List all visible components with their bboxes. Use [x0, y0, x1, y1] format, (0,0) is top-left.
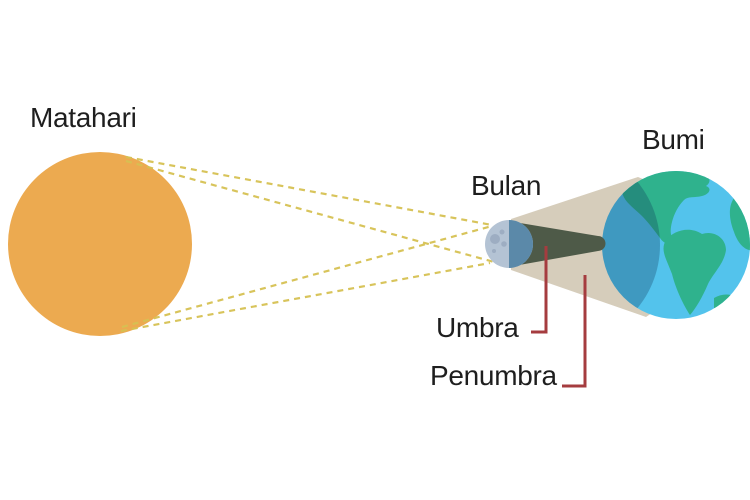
light-ray-bottom-external [120, 261, 491, 333]
umbra-label: Umbra [436, 312, 519, 343]
moon-crater [492, 249, 496, 253]
moon-label: Bulan [471, 170, 542, 201]
continent-south-america [663, 229, 726, 315]
moon-crater [490, 234, 500, 244]
moon-group [485, 220, 533, 268]
penumbra-pointer-line [562, 275, 587, 388]
penumbra-label: Penumbra [430, 360, 557, 391]
light-ray-top-internal [125, 159, 495, 264]
umbra-pointer-line [531, 246, 548, 334]
moon-crater [499, 229, 505, 235]
moon-crater [501, 241, 507, 247]
sun-label: Matahari [30, 102, 137, 133]
moon-shadow-side [509, 220, 533, 268]
light-ray-bottom-internal [121, 224, 493, 329]
continent-north-america [622, 171, 710, 244]
sun-disc [8, 152, 192, 336]
earth-label: Bumi [642, 124, 705, 155]
continent-southeast-landmass [714, 294, 742, 311]
light-ray-top-external [125, 155, 493, 227]
light-rays-group [120, 155, 495, 333]
umbra-cone [508, 221, 606, 267]
pointer-lines-group [531, 246, 587, 388]
